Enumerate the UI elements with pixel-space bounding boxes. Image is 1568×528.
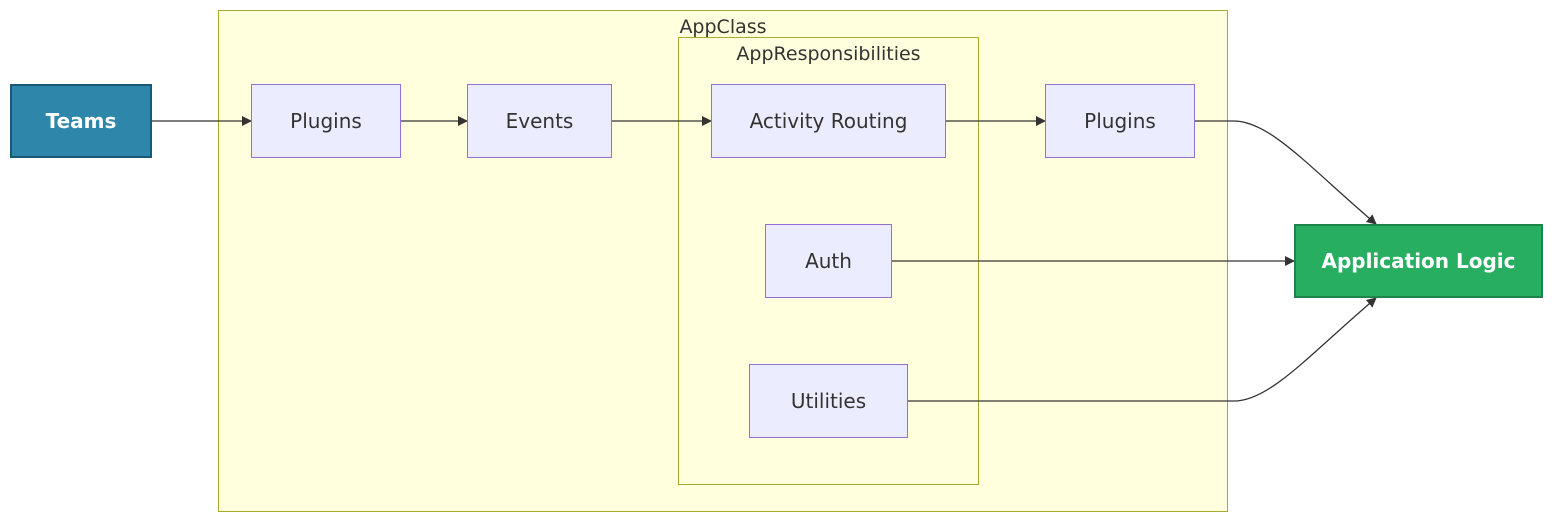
node-plugins-output-label: Plugins [1084,109,1156,133]
node-plugins-input-label: Plugins [290,109,362,133]
node-teams-label: Teams [45,109,117,133]
node-utilities-label: Utilities [790,389,867,413]
node-auth-label: Auth [805,249,852,273]
node-activity-routing: Activity Routing [711,84,946,158]
edge-plugins-application-logic [1195,120,1377,225]
node-events-label: Events [505,109,574,133]
node-application-logic: Application Logic [1294,224,1543,298]
node-teams: Teams [10,84,152,158]
cluster-app-class-label: AppClass [679,16,767,38]
node-activity-routing-label: Activity Routing [749,109,908,133]
node-events: Events [467,84,612,158]
node-plugins-input: Plugins [251,84,401,158]
cluster-app-responsibilities-label: AppResponsibilities [736,43,921,65]
node-application-logic-label: Application Logic [1321,249,1516,273]
node-plugins-output: Plugins [1045,84,1195,158]
node-utilities: Utilities [749,364,908,438]
edge-utilities-application-logic [908,297,1377,402]
node-auth: Auth [765,224,892,298]
